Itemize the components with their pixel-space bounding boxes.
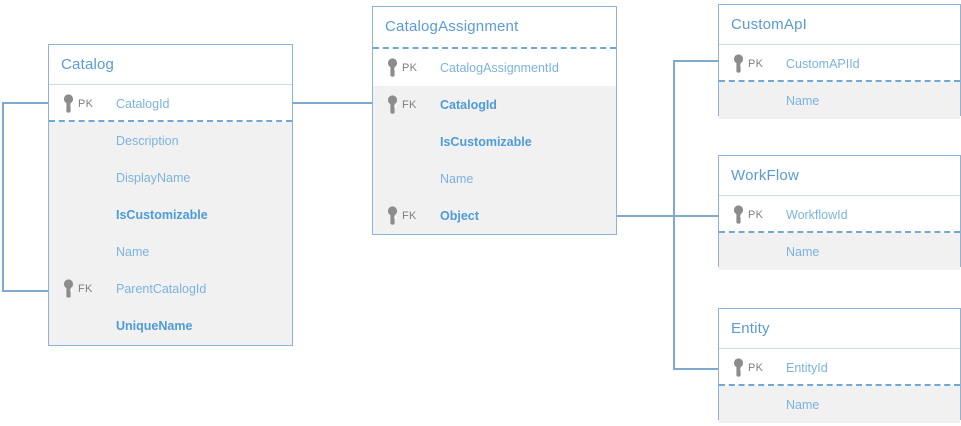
field-name: Name bbox=[786, 93, 820, 108]
key-icon bbox=[728, 53, 748, 74]
key-icon bbox=[728, 357, 748, 378]
relationship-connector bbox=[293, 102, 372, 104]
field-name: CatalogAssignmentId bbox=[440, 60, 559, 75]
entity-field-row[interactable]: FK CatalogId bbox=[373, 86, 616, 123]
entity-field-row[interactable]: PK CatalogAssignmentId bbox=[373, 49, 616, 86]
entity-field-row[interactable]: PK CustomAPIId bbox=[719, 45, 960, 82]
entity-title: CatalogAssignment bbox=[373, 7, 616, 47]
entity-field-row[interactable]: PK EntityId bbox=[719, 349, 960, 386]
relationship-connector bbox=[2, 102, 4, 290]
entity-title: WorkFlow bbox=[719, 156, 960, 196]
shaded-area-fill bbox=[49, 344, 292, 345]
key-icon bbox=[58, 93, 78, 114]
entity-title: Entity bbox=[719, 309, 960, 349]
relationship-connector bbox=[2, 102, 48, 104]
key-icon bbox=[58, 278, 78, 299]
entity-field-row[interactable]: PK CatalogId bbox=[49, 85, 292, 122]
key-type-label: PK bbox=[78, 97, 94, 110]
key-type-label: PK bbox=[748, 361, 764, 374]
entity-field-row[interactable]: Name bbox=[49, 233, 292, 270]
key-icon bbox=[382, 205, 402, 226]
relationship-connector bbox=[673, 60, 675, 369]
entity-title: Catalog bbox=[49, 45, 292, 85]
key-type-label: PK bbox=[402, 61, 418, 74]
key-icon bbox=[728, 204, 748, 225]
field-name: Name bbox=[786, 397, 820, 412]
entity-field-row[interactable]: UniqueName bbox=[49, 307, 292, 344]
field-name: CatalogId bbox=[440, 97, 497, 112]
key-type-label: FK bbox=[402, 98, 417, 111]
key-type-label: PK bbox=[748, 208, 764, 221]
relationship-connector bbox=[617, 215, 675, 217]
entity-field-row[interactable]: PK WorkflowId bbox=[719, 196, 960, 233]
header-dashed-separator bbox=[373, 47, 616, 49]
entity-field-row[interactable]: Description bbox=[49, 122, 292, 159]
field-name: WorkflowId bbox=[786, 207, 848, 222]
key-type-label: FK bbox=[78, 282, 93, 295]
field-name: DisplayName bbox=[116, 170, 191, 185]
key-type-label: PK bbox=[748, 57, 764, 70]
relationship-connector bbox=[2, 290, 48, 292]
key-type-label: FK bbox=[402, 209, 417, 222]
field-name: Name bbox=[786, 244, 820, 259]
field-name: Name bbox=[440, 171, 474, 186]
relationship-connector bbox=[673, 368, 719, 370]
key-icon bbox=[382, 94, 402, 115]
field-name: IsCustomizable bbox=[116, 207, 208, 222]
relationship-connector bbox=[673, 215, 719, 217]
field-name: UniqueName bbox=[116, 318, 193, 333]
field-name: CatalogId bbox=[116, 96, 170, 111]
entity-field-row[interactable]: Name bbox=[719, 386, 960, 423]
entity-title: CustomApI bbox=[719, 5, 960, 45]
entity-field-row[interactable]: IsCustomizable bbox=[49, 196, 292, 233]
entity-field-row[interactable]: Name bbox=[719, 233, 960, 270]
key-icon bbox=[382, 57, 402, 78]
field-name: EntityId bbox=[786, 360, 828, 375]
field-name: CustomAPIId bbox=[786, 56, 860, 71]
field-name: Object bbox=[440, 208, 479, 223]
field-name: Name bbox=[116, 244, 150, 259]
entity-field-row[interactable]: IsCustomizable bbox=[373, 123, 616, 160]
entity-field-row[interactable]: Name bbox=[719, 82, 960, 119]
field-name: ParentCatalogId bbox=[116, 281, 207, 296]
entity-field-row[interactable]: DisplayName bbox=[49, 159, 292, 196]
field-name: Description bbox=[116, 133, 179, 148]
entity-field-row[interactable]: Name bbox=[373, 160, 616, 197]
field-name: IsCustomizable bbox=[440, 134, 532, 149]
entity-field-row[interactable]: FK Object bbox=[373, 197, 616, 234]
relationship-connector bbox=[673, 60, 719, 62]
entity-field-row[interactable]: FK ParentCatalogId bbox=[49, 270, 292, 307]
